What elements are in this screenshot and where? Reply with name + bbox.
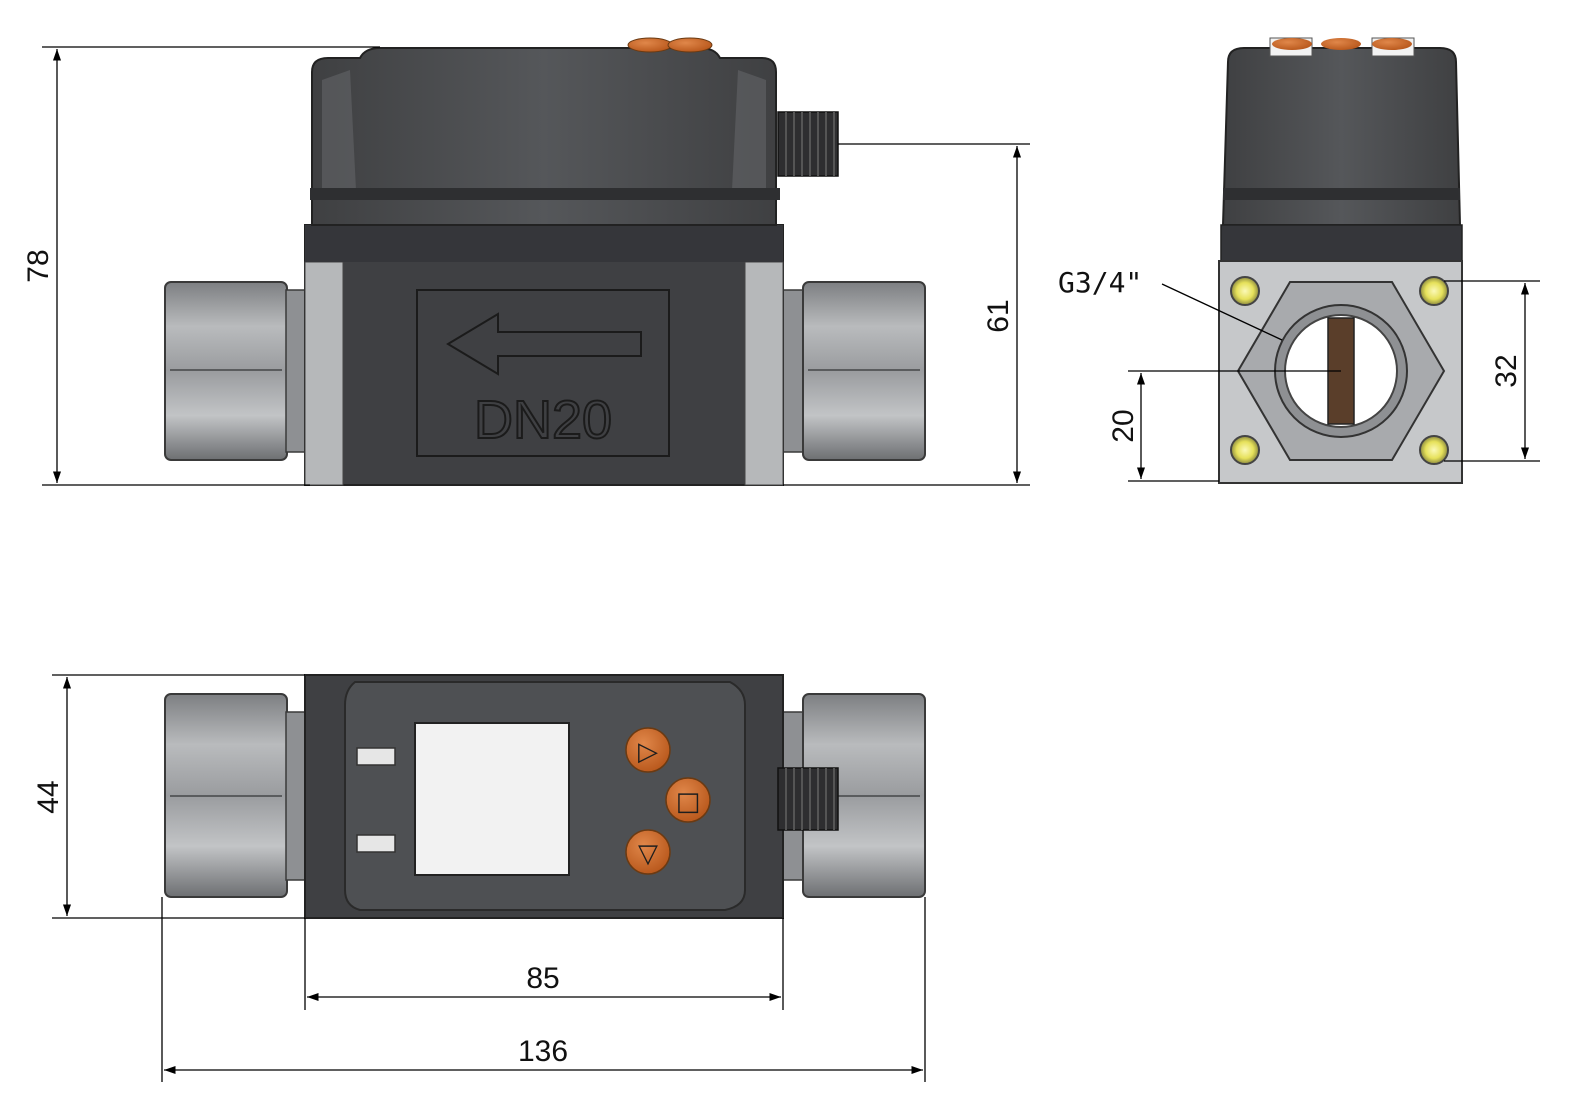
square-icon: □	[676, 787, 701, 817]
display-window	[414, 722, 570, 876]
dim-pipe-center: 20	[1107, 370, 1341, 482]
dim-height-connector: 61	[783, 143, 1030, 486]
m12-connector	[777, 111, 839, 177]
dim-total-length-text: 136	[518, 1035, 568, 1068]
dim-depth: 44	[32, 674, 305, 919]
play-icon: ▷	[638, 737, 658, 767]
dim-depth-text: 44	[32, 780, 65, 813]
dim-total-length: 136	[161, 897, 926, 1082]
screw-top-left-icon	[1230, 276, 1260, 306]
dim-flange-width-text: 32	[1490, 354, 1523, 387]
flow-direction-label: DN20	[416, 289, 670, 457]
screw-bottom-left-icon	[1230, 435, 1260, 465]
dim-body-length-text: 85	[526, 962, 559, 995]
button-enter[interactable]: □	[665, 777, 711, 823]
screw-top-right-icon	[1419, 276, 1449, 306]
top-view	[164, 674, 926, 919]
triangle-down-icon: ▽	[638, 839, 658, 869]
flow-arrow-icon	[446, 312, 642, 376]
button-down[interactable]: ▽	[625, 829, 671, 875]
front-housing-head	[310, 37, 780, 226]
left-fitting-nut	[164, 281, 309, 461]
dim-flange-width: 32	[1444, 280, 1540, 462]
thread-callout-text: G3/4"	[1058, 266, 1142, 299]
dim-body-length: 85	[304, 918, 784, 1010]
front-view: DN20	[164, 37, 926, 486]
dim-height-total: 78	[22, 46, 380, 486]
dim-height-total-text: 78	[22, 249, 55, 282]
right-fitting-nut	[781, 281, 926, 461]
side-view	[1218, 37, 1463, 484]
dim-height-connector-text: 61	[982, 299, 1015, 332]
thread-callout: G3/4"	[1058, 266, 1283, 341]
dim-pipe-center-text: 20	[1107, 409, 1140, 442]
screw-bottom-right-icon	[1419, 435, 1449, 465]
nominal-diameter-text: DN20	[474, 390, 612, 450]
button-right[interactable]: ▷	[625, 727, 671, 773]
